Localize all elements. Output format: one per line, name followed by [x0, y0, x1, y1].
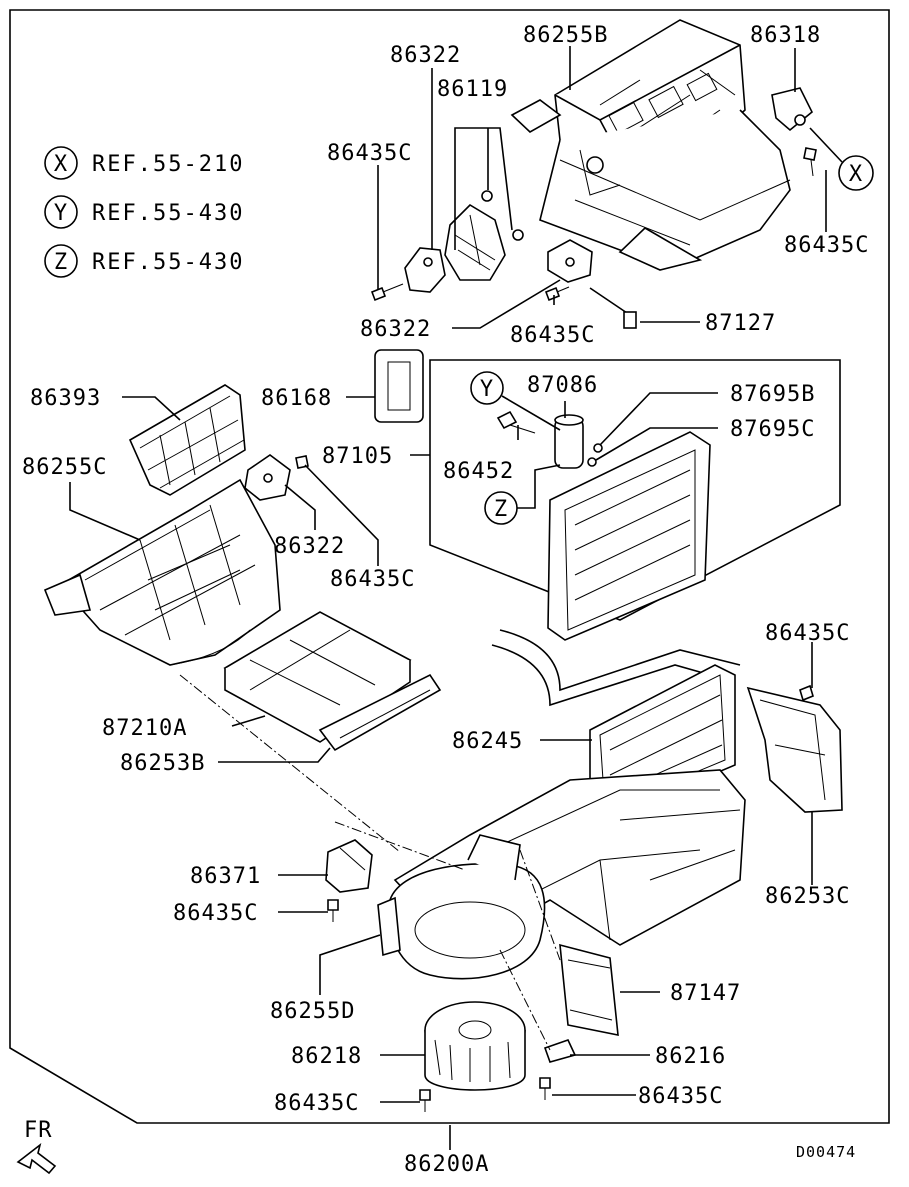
ref-y-marker: Y	[54, 201, 68, 226]
label-86200a: 86200A	[404, 1152, 489, 1177]
label-86255d: 86255D	[270, 999, 355, 1024]
screws-bottom	[327, 899, 551, 1112]
upper-case-86255b	[510, 19, 791, 271]
label-86393: 86393	[30, 386, 101, 411]
label-86253c: 86253C	[765, 884, 850, 909]
part-labels: 86322 86255B 86318 86119 86435C 86435C 8…	[22, 23, 869, 1177]
reference-legend: X REF.55-210 Y REF.55-430 Z REF.55-430	[44, 146, 244, 278]
side-cover-86253c	[746, 684, 843, 813]
front-direction-indicator: FR	[16, 1118, 57, 1175]
label-86435c-h: 86435C	[638, 1084, 723, 1109]
actuator-86322-mid	[547, 239, 593, 283]
svg-text:Y: Y	[480, 377, 494, 402]
label-86435c-g: 86435C	[274, 1091, 359, 1116]
svg-text:X: X	[849, 162, 863, 187]
assembly-lines	[179, 674, 561, 1051]
label-86318: 86318	[750, 23, 821, 48]
bracket-86216	[543, 1039, 577, 1063]
bolt-86452	[496, 410, 536, 434]
label-87105: 87105	[322, 444, 393, 469]
seal-86168	[374, 349, 424, 423]
blower-motor-86218	[424, 1001, 526, 1091]
label-86435c-b: 86435C	[784, 233, 869, 258]
actuator-86318	[771, 87, 814, 132]
label-86218: 86218	[291, 1044, 362, 1069]
label-87695c: 87695C	[730, 417, 815, 442]
ref-x-text: REF.55-210	[92, 152, 244, 177]
ref-x-marker: X	[54, 152, 68, 177]
blower-case-86255d	[377, 834, 546, 980]
label-86435c-f: 86435C	[173, 901, 258, 926]
label-87210a: 87210A	[102, 716, 187, 741]
label-86435c-a: 86435C	[327, 141, 412, 166]
intake-case-86255c	[43, 478, 281, 666]
label-87695b: 87695B	[730, 382, 815, 407]
label-87127: 87127	[705, 311, 776, 336]
ref-z-marker: Z	[54, 250, 68, 275]
label-86322-top: 86322	[390, 43, 461, 68]
label-86216: 86216	[655, 1044, 726, 1069]
fr-arrow-icon	[16, 1142, 57, 1175]
label-86435c-e: 86435C	[765, 621, 850, 646]
label-87086: 87086	[527, 373, 598, 398]
cover-86393	[128, 384, 246, 496]
callout-x: X	[809, 127, 874, 191]
resistor-86371	[325, 839, 373, 893]
label-86255c: 86255C	[22, 455, 107, 480]
svg-text:Z: Z	[494, 497, 508, 522]
label-87147: 87147	[670, 981, 741, 1006]
evaporator-core	[547, 431, 711, 641]
label-86168: 86168	[261, 386, 332, 411]
label-86322-mid: 86322	[360, 317, 431, 342]
diagram-code: D00474	[796, 1143, 856, 1161]
callout-y: Y	[470, 371, 561, 431]
actuator-86322-low	[244, 454, 309, 501]
label-86255b: 86255B	[523, 23, 608, 48]
link-lever-86119	[444, 190, 524, 281]
actuator-86322-top	[404, 247, 446, 293]
diagram-border	[9, 9, 890, 1124]
leader-lines	[69, 46, 827, 1150]
label-86119: 86119	[437, 77, 508, 102]
label-86435c-c: 86435C	[510, 323, 595, 348]
evaporator-group-frame	[429, 359, 841, 621]
label-86253b: 86253B	[120, 751, 205, 776]
label-86435c-d: 86435C	[330, 567, 415, 592]
label-86245: 86245	[452, 729, 523, 754]
label-86322-low: 86322	[274, 534, 345, 559]
ref-y-text: REF.55-430	[92, 201, 244, 226]
filter-87210a	[223, 611, 412, 743]
ref-z-text: REF.55-430	[92, 250, 244, 275]
expansion-valve-87086	[554, 414, 603, 469]
label-86452: 86452	[443, 459, 514, 484]
filter-tray-86253b	[318, 673, 442, 752]
fr-label: FR	[24, 1118, 53, 1143]
sensor-87127	[589, 287, 637, 329]
heater-pipes	[491, 629, 741, 707]
control-unit-87147	[559, 943, 619, 1036]
screws-top	[370, 147, 817, 302]
label-86371: 86371	[190, 864, 261, 889]
callout-z: Z	[484, 464, 561, 525]
